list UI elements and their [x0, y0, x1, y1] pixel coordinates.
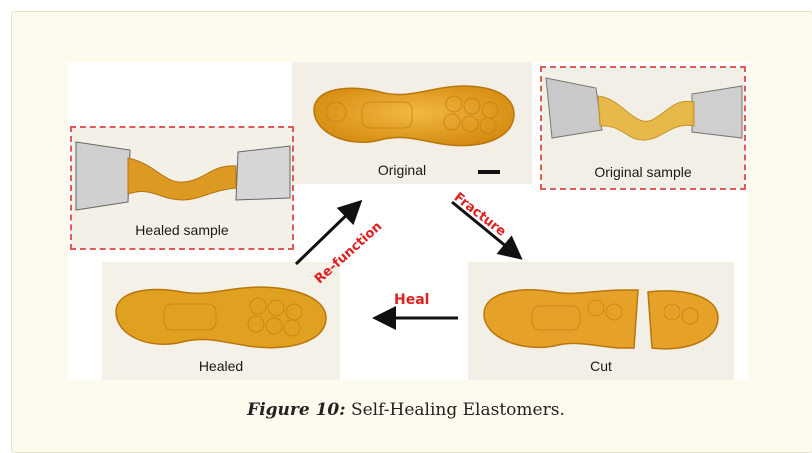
figure-image: Original Original sample Healed sample [68, 62, 748, 380]
caption-figure-number: Figure 10: [247, 400, 345, 420]
caption-text: Self-Healing Elastomers. [351, 400, 565, 420]
cycle-arrows [68, 62, 748, 380]
label-heal: Heal [394, 292, 429, 308]
figure-caption: Figure 10: Self-Healing Elastomers. [0, 400, 812, 420]
